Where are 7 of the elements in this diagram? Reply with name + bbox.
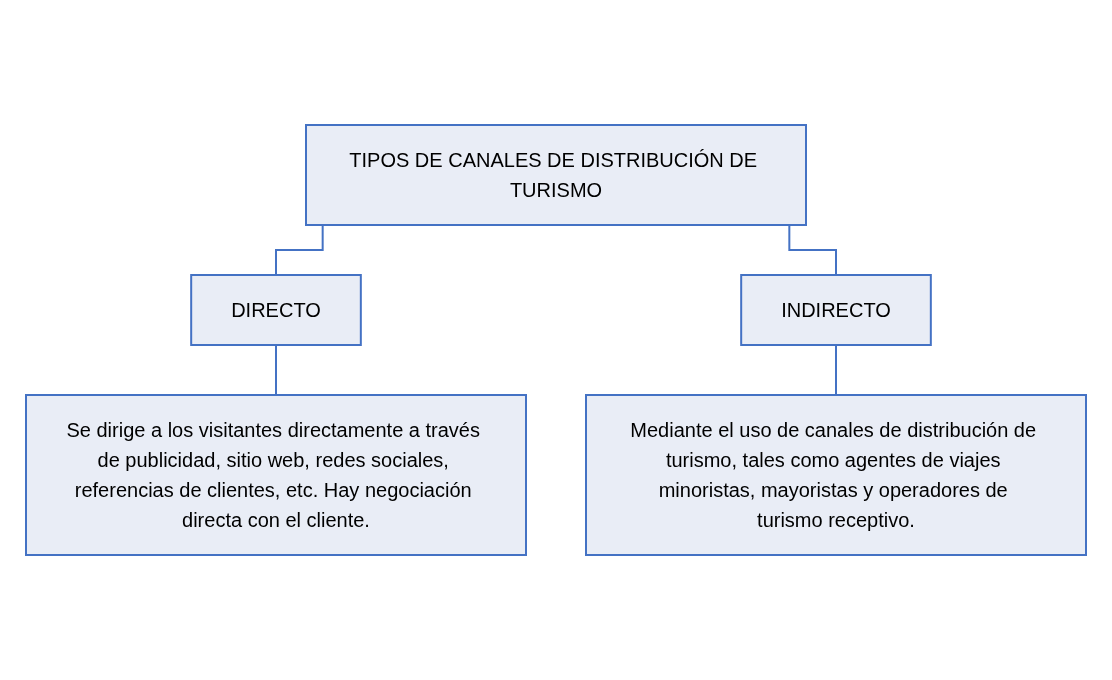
node-box: Se dirige a los visitantes directamente a través de publicidad, sitio web, redes sociales, referencias de clientes, etc. Hay negociación directa con el cliente.: [25, 394, 527, 556]
connector: [835, 344, 837, 396]
node-box: TIPOS DE CANALES DE DISTRIBUCIÓN DE TURISMO: [305, 124, 807, 226]
node-box: Mediante el uso de canales de distribución de turismo, tales como agentes de viajes minoristas, mayoristas y operadores de turismo receptivo.: [585, 394, 1087, 556]
connector: [275, 344, 277, 396]
node-box: INDIRECTO: [740, 274, 932, 346]
node-box: DIRECTO: [190, 274, 362, 346]
